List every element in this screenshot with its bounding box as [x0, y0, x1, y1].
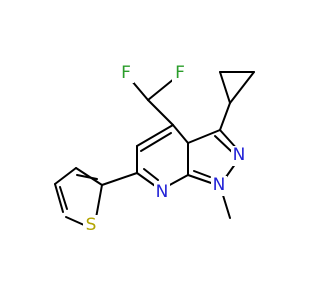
fluorine-atom-right: F	[172, 63, 188, 83]
pyridine-nitrogen: N	[154, 182, 170, 202]
bond-pz-1	[187, 129, 221, 144]
bond-pz-4	[187, 174, 215, 185]
bond-pyr-1	[136, 124, 174, 147]
pyrazole-nitrogen-2: N	[231, 145, 247, 166]
bond-n-methyl	[221, 191, 231, 219]
fluorine-label-left: F	[121, 63, 131, 83]
bond-pyr-3-double	[143, 168, 159, 181]
bond-layer	[54, 71, 255, 226]
pyridine-n-label: N	[156, 182, 169, 202]
pyrazole-nitrogen-1: N	[211, 175, 227, 196]
bond-chf2-ring	[147, 99, 174, 126]
pyrazole-n2-label: N	[233, 145, 246, 165]
bond-th-2	[54, 167, 77, 185]
bond-th-3	[54, 183, 64, 213]
bond-cyclopropyl-c	[229, 71, 255, 104]
bond-cyclopropyl-a	[219, 71, 231, 104]
bond-pz-2-double	[214, 135, 233, 153]
bond-pyr-thiophene	[101, 172, 138, 186]
pyrazole-n1-label: N	[213, 175, 226, 195]
molecular-structure-diagram: F F N N N S	[54, 63, 255, 235]
fluorine-atom-left: F	[118, 63, 134, 83]
bond-cyclopropyl-ring	[219, 102, 231, 131]
thiophene-sulfur: S	[83, 215, 99, 235]
bond-th-4	[65, 216, 85, 226]
bond-th-3-double	[59, 186, 68, 210]
bond-pyr-1-double	[140, 132, 172, 152]
bond-th-5	[95, 184, 103, 219]
bond-pz-4-double	[193, 170, 211, 178]
fluorine-label-right: F	[175, 63, 185, 83]
bond-th-1-double	[76, 174, 98, 180]
atom-layer: F F N N N S	[83, 63, 247, 235]
bond-pyr-6	[172, 124, 189, 144]
thiophene-s-label: S	[86, 215, 97, 235]
